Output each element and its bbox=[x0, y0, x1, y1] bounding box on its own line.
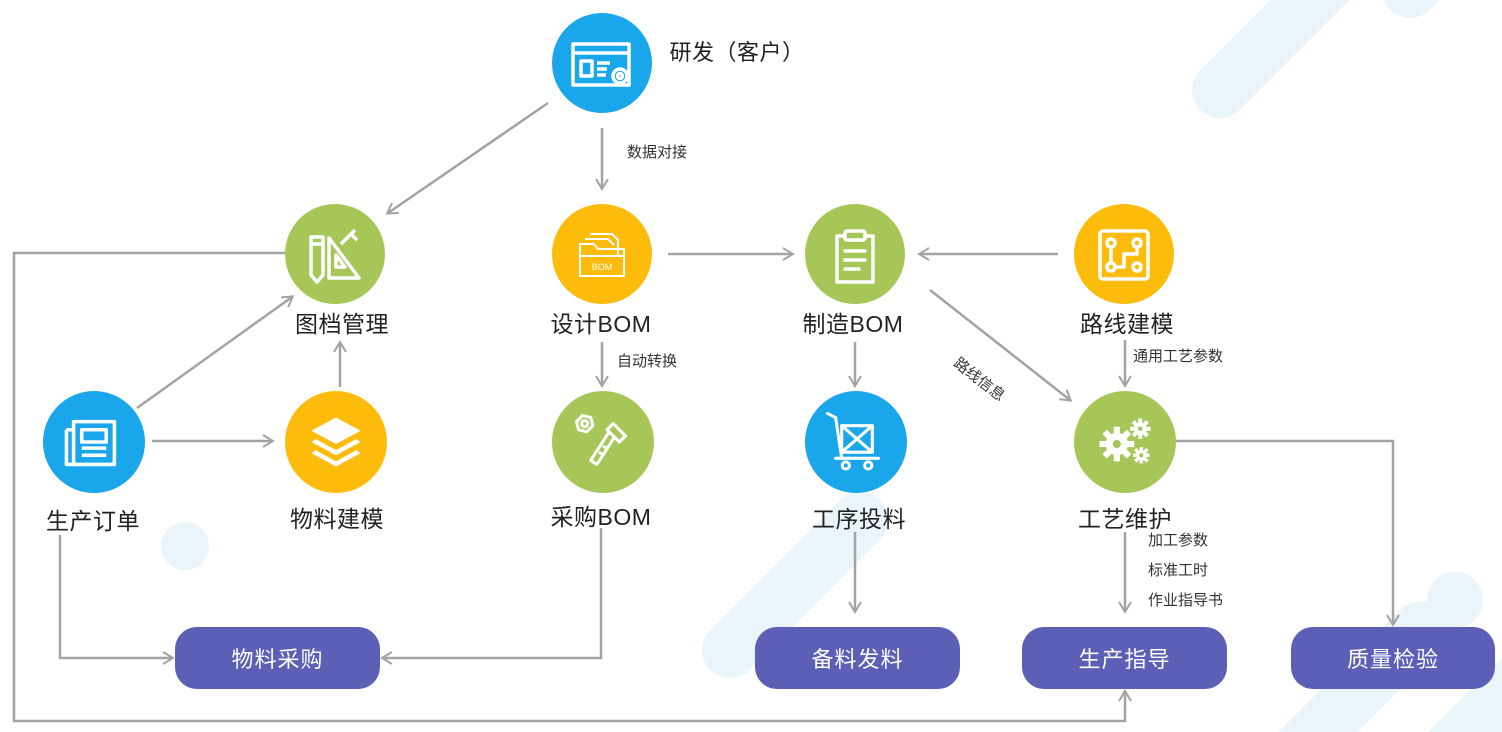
design-bom-label: 设计BOM bbox=[550, 311, 652, 337]
drawing-node[interactable] bbox=[285, 204, 385, 304]
svg-text:BOM: BOM bbox=[592, 262, 613, 272]
material-model-label: 物料建模 bbox=[290, 506, 384, 532]
mfg-bom-node[interactable] bbox=[805, 204, 905, 304]
edge-order-to-purchase bbox=[58, 535, 175, 665]
process-maint-label: 工艺维护 bbox=[1078, 506, 1172, 532]
gears-icon bbox=[1099, 418, 1151, 464]
guidance-item: 加工参数 bbox=[1148, 532, 1209, 549]
process-feed-label: 工序投料 bbox=[812, 506, 906, 532]
guidance-item: 作业指导书 bbox=[1148, 592, 1224, 609]
order-node[interactable] bbox=[43, 391, 145, 493]
routing-node[interactable] bbox=[1074, 204, 1174, 304]
layers-icon bbox=[311, 417, 361, 467]
web-settings-icon bbox=[571, 42, 631, 87]
purchase-bom-label: 采购BOM bbox=[550, 504, 652, 530]
document-icon bbox=[64, 419, 117, 467]
clipboard-icon bbox=[835, 229, 875, 284]
prep-output[interactable]: 备料发料 bbox=[755, 627, 960, 689]
cart-icon bbox=[825, 411, 880, 471]
process-feed-node[interactable] bbox=[805, 391, 907, 493]
edge-order-to-drawing bbox=[136, 295, 295, 410]
pencil-ruler-icon bbox=[309, 228, 361, 284]
guidance-item: 标准工时 bbox=[1148, 562, 1209, 579]
auto-convert-label: 自动转换 bbox=[617, 353, 678, 370]
drawing-label: 图档管理 bbox=[295, 311, 389, 337]
rd-label: 研发（客户） bbox=[669, 40, 805, 65]
rd-node[interactable] bbox=[552, 13, 652, 113]
route-icon bbox=[1098, 229, 1150, 281]
data-link-label: 数据对接 bbox=[627, 144, 688, 161]
guidance-output[interactable]: 生产指导 bbox=[1022, 627, 1227, 689]
routing-label: 路线建模 bbox=[1080, 311, 1174, 337]
purchase-bom-node[interactable] bbox=[552, 391, 654, 493]
mfg-bom-label: 制造BOM bbox=[802, 311, 904, 337]
bom-folder-icon: BOM bbox=[579, 233, 625, 277]
design-bom-node[interactable]: BOM bbox=[552, 204, 652, 304]
edge-purchase-bom-to-purchase bbox=[380, 528, 603, 665]
bolt-nut-icon bbox=[574, 413, 627, 466]
edge-rd-to-drawing bbox=[385, 101, 549, 215]
common-params-label: 通用工艺参数 bbox=[1133, 348, 1224, 365]
purchase-output[interactable]: 物料采购 bbox=[175, 627, 380, 689]
quality-output[interactable]: 质量检验 bbox=[1291, 627, 1495, 689]
material-model-node[interactable] bbox=[285, 391, 387, 493]
order-label: 生产订单 bbox=[46, 508, 140, 534]
process-maint-node[interactable] bbox=[1074, 391, 1176, 493]
route-info-label: 路线信息 bbox=[950, 354, 1008, 405]
